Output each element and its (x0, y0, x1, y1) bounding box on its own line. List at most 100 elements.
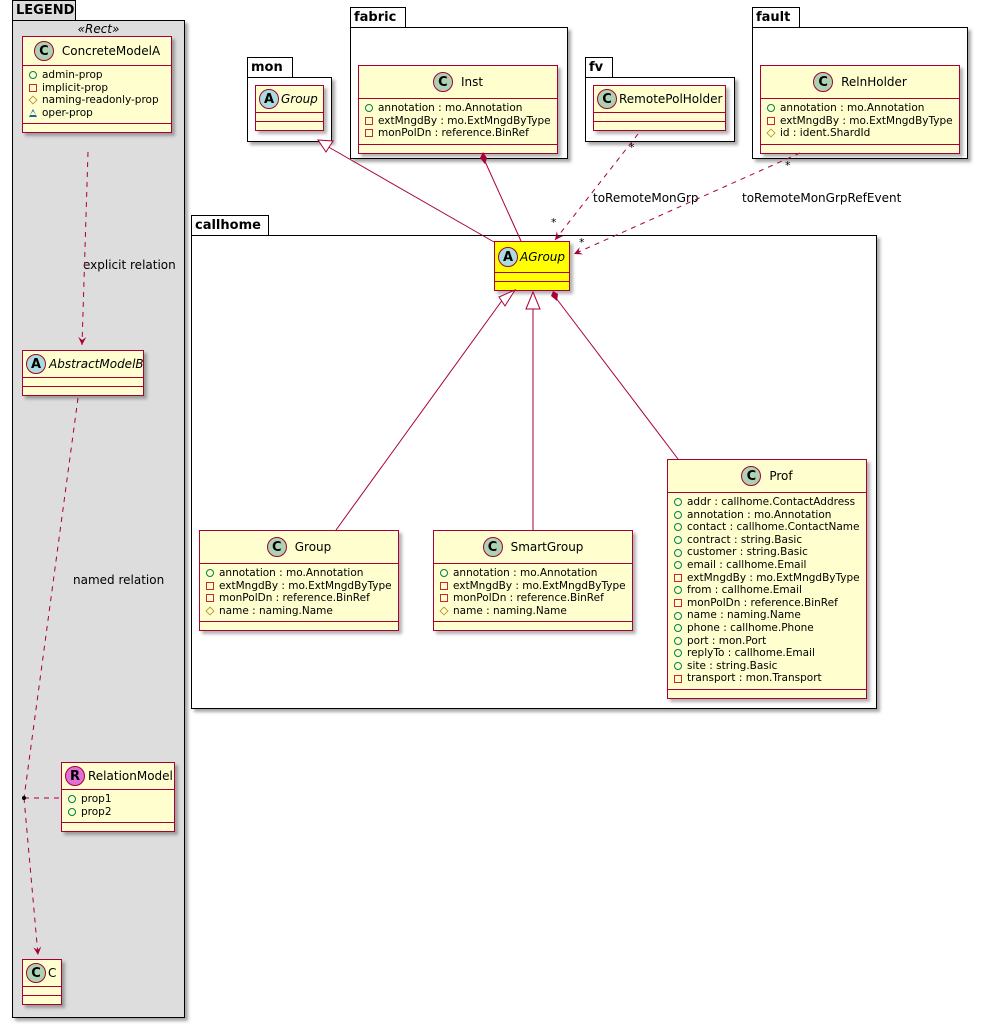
private-visibility-icon (674, 674, 682, 683)
attribute-row: extMngdBy : mo.ExtMngdByType (767, 115, 953, 128)
attribute-text: annotation : mo.Annotation (780, 102, 925, 114)
attribute-text: port : mon.Port (687, 634, 767, 647)
public-visibility-icon (674, 649, 682, 658)
attribute-row: transport : mon.Transport (674, 672, 860, 685)
class-fault-relnholder[interactable]: C RelnHolder annotation : mo.Annotation … (760, 65, 960, 154)
class-badge-icon: C (482, 537, 503, 557)
multiplicity-label: * (579, 236, 585, 249)
class-badge-icon: C (432, 72, 453, 92)
named-relation-label: named relation (73, 573, 165, 587)
legend-stereotype: «Rect» (77, 22, 120, 36)
class-fv-remotepolholder[interactable]: C RemotePolHolder (593, 85, 726, 131)
attribute-text: name : naming.Name (219, 604, 333, 617)
private-visibility-icon (440, 594, 448, 603)
attribute-text: addr : callhome.ContactAddress (687, 496, 856, 508)
public-visibility-icon (674, 611, 682, 620)
abstract-badge-icon: A (498, 247, 518, 267)
attribute-row: extMngdBy : mo.ExtMngdByType (674, 572, 860, 585)
private-visibility-icon (440, 581, 448, 590)
attribute-row: site : string.Basic (674, 660, 860, 673)
class-name: ConcreteModelA (61, 44, 161, 58)
attribute-row: addr : callhome.ContactAddress (674, 496, 860, 509)
class-badge-icon: C (813, 72, 834, 92)
attribute-row: naming-readonly-prop (28, 94, 165, 107)
public-visibility-icon (674, 624, 682, 633)
public-visibility-icon (68, 795, 76, 804)
attribute-text: contract : string.Basic (687, 533, 803, 546)
attribute-text: annotation : mo.Annotation (219, 567, 364, 579)
attribute-text: replyTo : callhome.Email (687, 647, 815, 660)
class-callhome-agroup[interactable]: A AGroup (494, 241, 570, 291)
package-tab: mon (247, 57, 293, 77)
class-fabric-inst[interactable]: C Inst annotation : mo.Annotation extMng… (358, 65, 558, 154)
class-abstract-model-b[interactable]: A AbstractModelB (22, 350, 144, 396)
public-visibility-icon (68, 807, 76, 816)
attribute-text: oper-prop (42, 106, 93, 119)
attribute-text: prop1 (81, 793, 112, 805)
attribute-row: annotation : mo.Annotation (674, 509, 860, 522)
class-badge-icon: C (33, 41, 54, 61)
class-name: SmartGroup (510, 540, 584, 554)
multiplicity-label: * (629, 141, 635, 154)
attribute-row: extMngdBy : mo.ExtMngdByType (365, 115, 551, 128)
class-callhome-group[interactable]: C Group annotation : mo.Annotation extMn… (199, 530, 399, 632)
attribute-text: prop2 (81, 805, 112, 818)
legend-package-tab: LEGEND (12, 0, 76, 20)
attribute-list: annotation : mo.Annotation extMngdBy : m… (359, 99, 557, 145)
class-name: Inst (460, 75, 484, 89)
attribute-text: annotation : mo.Annotation (687, 508, 832, 521)
private-visibility-icon (674, 599, 682, 608)
class-concrete-model-a[interactable]: C ConcreteModelA admin-prop implicit-pro… (22, 36, 172, 134)
private-visibility-icon (29, 83, 37, 92)
class-callhome-smartgroup[interactable]: C SmartGroup annotation : mo.Annotation … (433, 530, 633, 632)
attribute-row: prop1 (68, 793, 168, 806)
multiplicity-label: * (785, 159, 791, 172)
class-name: Group (294, 540, 332, 554)
attribute-text: extMngdBy : mo.ExtMngdByType (453, 579, 626, 592)
attribute-text: implicit-prop (42, 81, 109, 94)
attribute-row: email : callhome.Email (674, 559, 860, 572)
attribute-text: site : string.Basic (687, 659, 778, 672)
class-relation-model[interactable]: R RelationModel prop1 prop2 (61, 762, 175, 833)
attribute-row: phone : callhome.Phone (674, 622, 860, 635)
attribute-text: extMngdBy : mo.ExtMngdByType (219, 579, 392, 592)
class-mon-group[interactable]: A Group (255, 85, 324, 131)
public-visibility-icon (365, 104, 373, 113)
attribute-row: monPolDn : reference.BinRef (365, 127, 551, 140)
attribute-row: admin-prop (29, 69, 165, 82)
attribute-row: contact : callhome.ContactName (674, 521, 860, 534)
public-visibility-icon (440, 569, 448, 578)
package-tab: fabric (350, 7, 406, 27)
legend-package: LEGEND «Rect» (12, 0, 185, 1018)
class-name: RelationModel (88, 769, 173, 783)
public-visibility-icon (674, 548, 682, 557)
attribute-text: from : callhome.Email (687, 584, 802, 597)
attribute-row: replyTo : callhome.Email (674, 647, 860, 660)
attribute-row: name : naming.Name (205, 604, 392, 618)
explicit-relation-label: explicit relation (83, 258, 176, 272)
abstract-badge-icon: A (259, 89, 279, 109)
attribute-text: id : ident.ShardId (780, 127, 871, 140)
attribute-text: monPolDn : reference.BinRef (378, 127, 529, 140)
public-visibility-icon (674, 523, 682, 532)
private-visibility-icon (767, 116, 775, 125)
attribute-text: naming-readonly-prop (42, 94, 159, 107)
attribute-row: port : mon.Port (674, 635, 860, 648)
class-badge-icon: C (26, 963, 46, 983)
private-visibility-icon (206, 594, 214, 603)
private-visibility-icon (206, 581, 214, 590)
class-c[interactable]: C C (22, 959, 62, 1005)
public-visibility-icon (674, 536, 682, 545)
abstract-badge-icon: A (26, 354, 46, 374)
class-badge-icon: C (741, 466, 762, 486)
attribute-row: customer : string.Basic (674, 546, 860, 559)
public-visibility-icon (206, 569, 214, 578)
public-visibility-icon (674, 662, 682, 671)
class-badge-icon: C (597, 89, 617, 109)
attribute-row: name : naming.Name (439, 605, 626, 618)
private-visibility-icon (365, 129, 373, 138)
public-visibility-icon (674, 636, 682, 645)
protected-visibility-icon (205, 606, 215, 616)
